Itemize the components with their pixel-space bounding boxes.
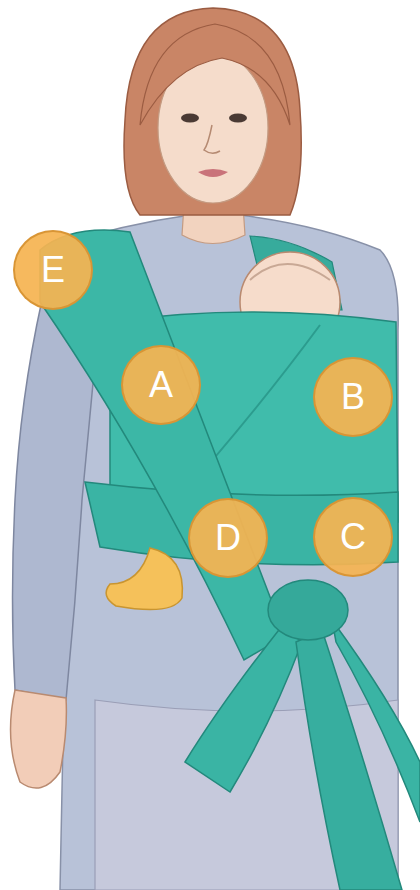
callout-letter: C: [340, 519, 366, 555]
mouth: [198, 169, 228, 177]
callout-circle: A: [121, 345, 201, 425]
callout-circle: B: [313, 357, 393, 437]
callout-circle: D: [188, 498, 268, 578]
fringe: [140, 24, 290, 125]
hair: [124, 8, 301, 215]
wrap-tail: [296, 630, 402, 890]
baby-foot: [106, 548, 182, 610]
nose: [204, 125, 220, 153]
callout-letter: A: [149, 367, 173, 403]
callout-letter: B: [341, 379, 365, 415]
hand: [11, 690, 67, 788]
callout-circle: C: [313, 497, 393, 577]
callout-letter: E: [41, 252, 65, 288]
baby-hair: [250, 264, 330, 280]
wrap-knot: [268, 580, 348, 640]
wrap-tail: [185, 626, 302, 792]
wrap-tail: [332, 620, 420, 822]
eye: [181, 114, 199, 123]
callout-circle: E: [13, 230, 93, 310]
callout-letter: D: [215, 520, 241, 556]
eye: [229, 114, 247, 123]
